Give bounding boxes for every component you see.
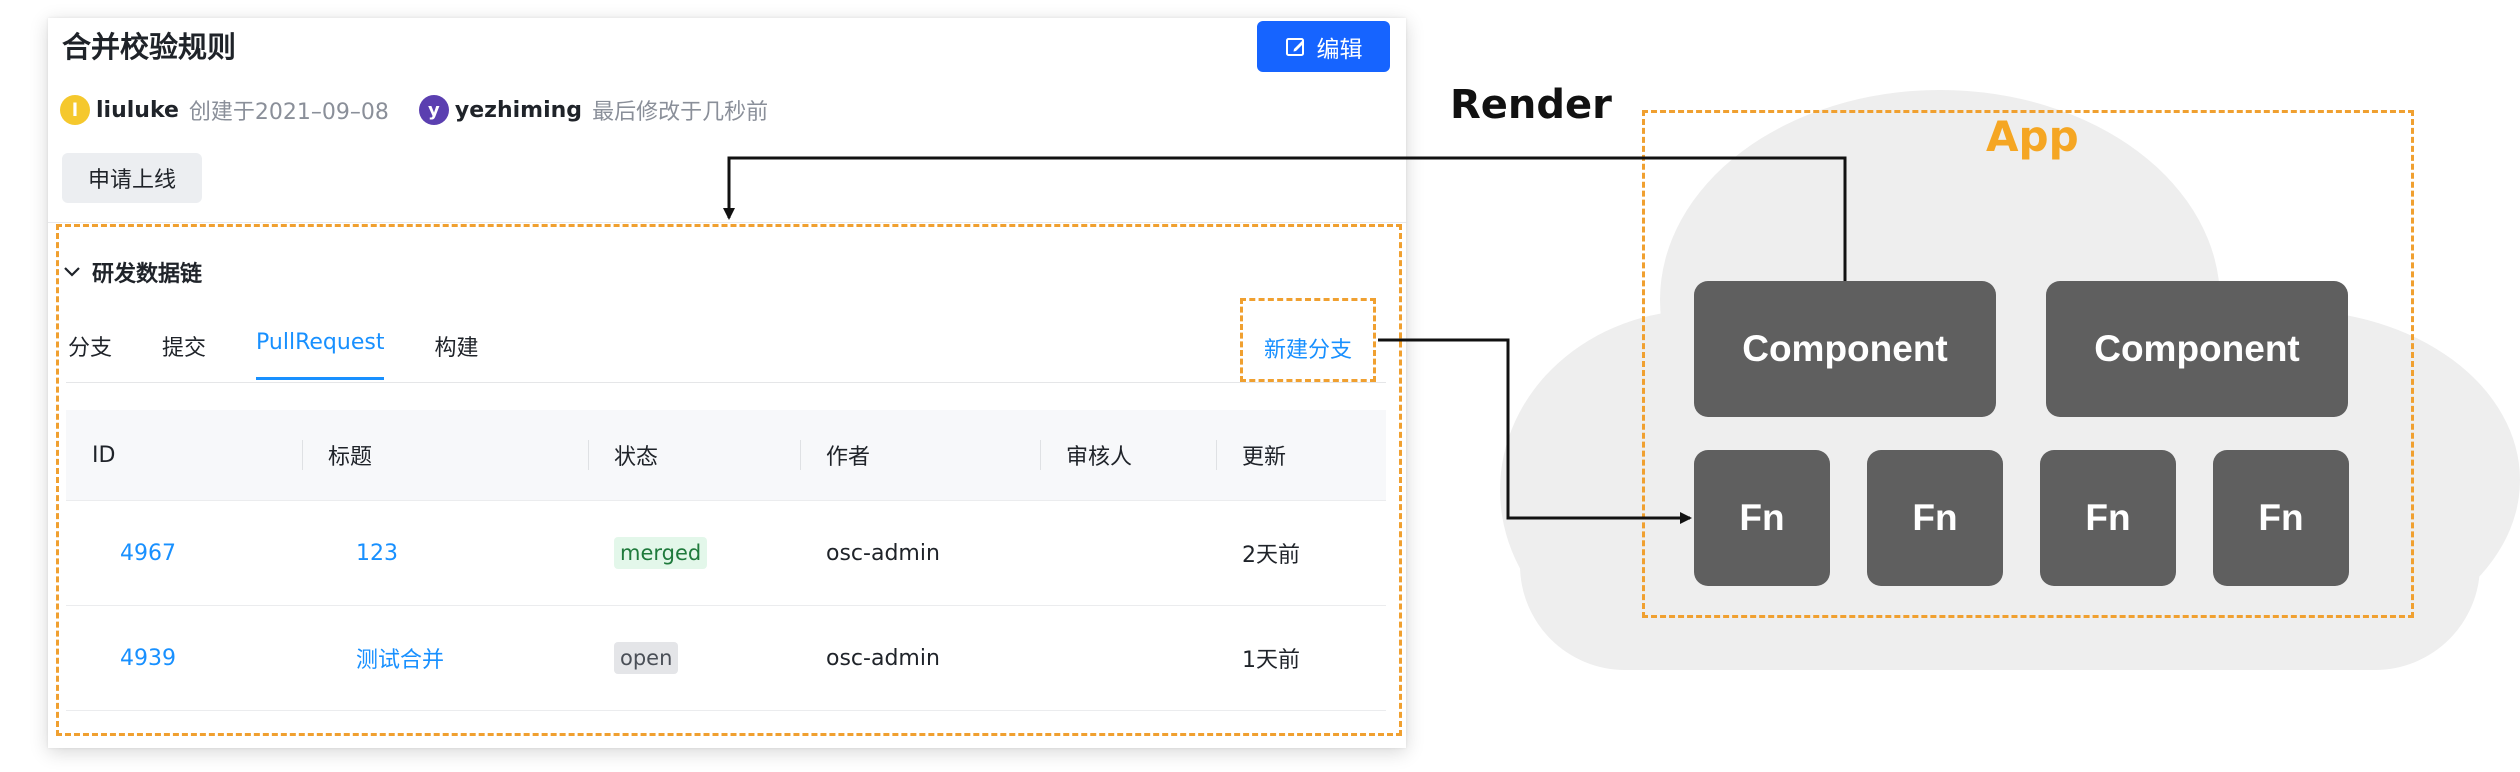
- edit-button-label: 编辑: [1316, 36, 1363, 63]
- updated-text: 1天前: [1242, 648, 1300, 673]
- header-id[interactable]: ID: [92, 442, 116, 468]
- modifier-name[interactable]: yezhiming: [454, 97, 583, 123]
- table-row[interactable]: 4939 测试合并 open osc-admin 1天前: [66, 606, 1386, 711]
- app-label: App: [1986, 112, 2079, 161]
- tab-commit[interactable]: 提交: [162, 336, 207, 361]
- updated-text: 2天前: [1242, 543, 1300, 568]
- avatar: l: [60, 95, 90, 125]
- author-text: osc-admin: [826, 645, 940, 671]
- page-title: 合并校验规则: [62, 30, 237, 64]
- rule-card: [48, 18, 1406, 748]
- tab-pullrequest[interactable]: PullRequest: [256, 330, 385, 380]
- fn-node: Fn: [2040, 450, 2176, 586]
- header-reviewer[interactable]: 审核人: [1040, 410, 1216, 500]
- meta-row: l liuluke 创建于2021–09–08 y yezhiming 最后修改…: [60, 94, 768, 126]
- edit-icon: [1285, 37, 1304, 56]
- pr-id-link[interactable]: 4967: [120, 540, 176, 566]
- pr-title-link[interactable]: 测试合并: [356, 648, 445, 673]
- pr-id-link[interactable]: 4939: [120, 645, 176, 671]
- edit-button[interactable]: 编辑: [1257, 21, 1390, 72]
- author-text: osc-admin: [826, 540, 940, 566]
- new-branch-link[interactable]: 新建分支: [1264, 338, 1353, 363]
- app-region-outline: [56, 224, 1402, 736]
- header-author[interactable]: 作者: [800, 410, 1040, 500]
- pr-title-link[interactable]: 123: [356, 540, 398, 566]
- status-badge: open: [614, 642, 679, 674]
- chevron-down-icon: [64, 267, 80, 277]
- created-text: 创建于2021–09–08: [188, 100, 389, 125]
- section-header[interactable]: 研发数据链: [62, 256, 202, 288]
- branch-to-fn-arrow: [1378, 338, 1692, 524]
- modified-text: 最后修改于几秒前: [592, 100, 769, 125]
- header-status[interactable]: 状态: [588, 410, 800, 500]
- tab-build[interactable]: 构建: [434, 336, 479, 361]
- component-node: Component: [1694, 281, 1996, 417]
- status-badge: merged: [614, 537, 708, 569]
- tab-bar: 分支 提交 PullRequest 构建: [68, 330, 528, 380]
- table-row[interactable]: 4967 123 merged osc-admin 2天前: [66, 501, 1386, 606]
- header-updated[interactable]: 更新: [1216, 410, 1386, 500]
- component-node: Component: [2046, 281, 2348, 417]
- fn-node: Fn: [1694, 450, 1830, 586]
- creator-name[interactable]: liuluke: [96, 97, 179, 123]
- divider: [48, 222, 1406, 223]
- fn-node: Fn: [1867, 450, 2003, 586]
- component-to-region-arrow: [723, 156, 1847, 281]
- render-label: Render: [1450, 82, 1612, 128]
- section-title: 研发数据链: [92, 262, 203, 287]
- header-title[interactable]: 标题: [302, 410, 588, 500]
- tab-branch[interactable]: 分支: [68, 336, 113, 361]
- component-outline: [1240, 298, 1376, 382]
- avatar: y: [418, 95, 449, 125]
- pr-table: ID 标题 状态 作者 审核人 更新 4967 123 merged osc-a…: [66, 410, 1386, 711]
- fn-node: Fn: [2213, 450, 2349, 586]
- tabs-divider: [66, 382, 1386, 383]
- app-boundary-outline: [1642, 110, 2414, 618]
- apply-online-button[interactable]: 申请上线: [62, 153, 202, 203]
- table-header: ID 标题 状态 作者 审核人 更新: [66, 410, 1386, 501]
